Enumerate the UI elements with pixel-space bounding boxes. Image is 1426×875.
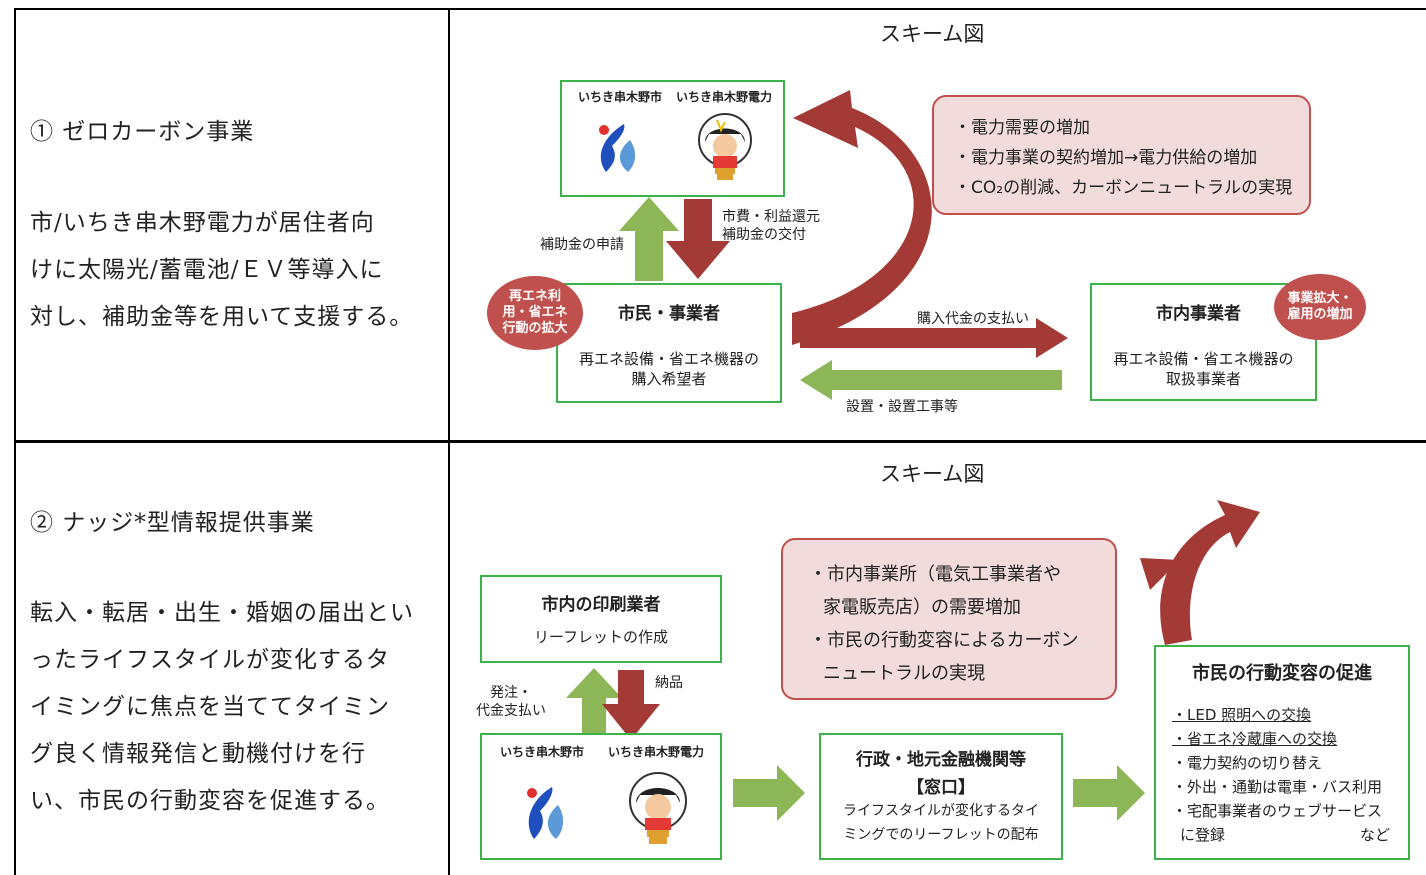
row2-left-description: 転入・転居・出生・婚姻の届出とい ったライフスタイルが変化するタ イミングに焦点… xyxy=(30,590,414,825)
return-label-line: 市費・利益還元 xyxy=(722,209,820,225)
row2-up-green-arrow xyxy=(566,668,622,736)
city-logo-icon xyxy=(527,787,564,839)
benefit-line: ・市民の行動変容によるカーボン xyxy=(809,630,1079,651)
benefit-line: ・電力需要の増加 xyxy=(954,118,1090,138)
admin-desc-line: ミングでのリーフレットの配布 xyxy=(843,827,1039,843)
row2-desc-line: 転入・転居・出生・婚姻の届出とい xyxy=(30,600,414,626)
city-name: いちき串木野市 xyxy=(500,745,585,759)
row1-up-green-arrow xyxy=(619,197,679,281)
table-row-divider xyxy=(14,440,1426,443)
citizen-circle-line: 用・省エネ xyxy=(502,305,568,320)
vendor-desc-line: 再エネ設備・省エネ機器の xyxy=(1113,350,1294,368)
vendor-box-title: 市内事業者 xyxy=(1156,304,1241,324)
admin-box-title: 行政・地元金融機関等 xyxy=(856,750,1026,770)
printer-box-sub: リーフレットの作成 xyxy=(533,628,669,646)
row1-left-description: 市/いちき串木野電力が居住者向 けに太陽光/蓄電池/ＥＶ等導入に 対し、補助金等… xyxy=(30,200,413,341)
row1-desc-line: 対し、補助金等を用いて支援する。 xyxy=(30,304,414,330)
row1-citizen-box: 市民・事業者 再エネ設備・省エネ機器の 購入希望者 xyxy=(556,283,782,403)
row1-subsidy-apply-label: 補助金の申請 xyxy=(540,237,624,253)
vendor-desc-line: 取扱事業者 xyxy=(1165,370,1241,388)
behavior-box-title: 市民の行動変容の促進 xyxy=(1192,663,1372,684)
row1-install-green-arrow xyxy=(800,360,1062,400)
row2-left-title: ② ナッジ*型情報提供事業 xyxy=(30,510,315,536)
bulb-mascot-icon xyxy=(629,772,687,844)
citizen-desc-line: 購入希望者 xyxy=(631,370,707,388)
vendor-circle-line: 雇用の増加 xyxy=(1287,307,1353,322)
behavior-last-line: に登録 xyxy=(1180,826,1226,844)
row1-vendor-circle: 事業拡大・ 雇用の増加 xyxy=(1274,274,1366,340)
behavior-item: ・LED 照明への交換 xyxy=(1172,706,1312,724)
vendor-box-desc: 再エネ設備・省エネ機器の 取扱事業者 xyxy=(1092,349,1315,389)
row1-payment-label: 購入代金の支払い xyxy=(917,311,1029,327)
citizen-box-title: 市民・事業者 xyxy=(618,304,720,324)
order-label-line: 代金支払い xyxy=(476,703,546,719)
row1-left-title: ① ゼロカーボン事業 xyxy=(30,119,255,145)
row2-delivery-label: 納品 xyxy=(655,675,683,691)
bulb-mascot-icon xyxy=(698,113,752,180)
behavior-item: ・外出・通勤は電車・バス利用 xyxy=(1172,778,1383,796)
row1-scheme-title: スキーム図 xyxy=(880,22,985,46)
return-label-line: 補助金の交付 xyxy=(722,227,806,243)
row1-payment-red-arrow xyxy=(800,318,1068,358)
row2-admin-box: 行政・地元金融機関等 【窓口】 ライフスタイルが変化するタイ ミングでのリーフレ… xyxy=(819,733,1063,860)
table-border-top xyxy=(14,8,1426,10)
behavior-item-last: に登録 など xyxy=(1172,823,1390,847)
behavior-last-suffix: など xyxy=(1359,826,1390,844)
row1-desc-line: けに太陽光/蓄電池/ＥＶ等導入に xyxy=(30,257,384,283)
row2-green-arrow-2 xyxy=(1073,765,1145,821)
admin-desc-line: ライフスタイルが変化するタイ xyxy=(843,803,1039,819)
row1-install-label: 設置・設置工事等 xyxy=(846,399,958,415)
row1-org-box: いちき串木野市 いちき串木野電力 xyxy=(560,80,785,197)
citizen-circle-line: 行動の拡大 xyxy=(502,321,568,336)
row1-benefit-box: ・電力需要の増加 ・電力事業の契約増加→電力供給の増加 ・CO₂の削減、カーボン… xyxy=(932,95,1311,215)
row2-desc-line: ったライフスタイルが変化するタ xyxy=(30,647,390,673)
behavior-item: ・省エネ冷蔵庫への交換 xyxy=(1172,730,1338,748)
citizen-circle-line: 再エネ利 xyxy=(508,289,561,304)
city-logo-icon xyxy=(599,124,636,172)
row2-behavior-box: 市民の行動変容の促進 ・LED 照明への交換 ・省エネ冷蔵庫への交換 ・電力契約… xyxy=(1154,645,1410,860)
printer-box-title: 市内の印刷業者 xyxy=(541,595,661,615)
row2-printer-box: 市内の印刷業者 リーフレットの作成 xyxy=(480,575,722,663)
citizen-box-desc: 再エネ設備・省エネ機器の 購入希望者 xyxy=(558,349,780,389)
benefit-line: ・電力事業の契約増加→電力供給の増加 xyxy=(954,148,1258,168)
row2-order-label: 発注・ 代金支払い xyxy=(466,684,556,720)
row2-scheme-title: スキーム図 xyxy=(880,462,985,486)
citizen-desc-line: 再エネ設備・省エネ機器の xyxy=(578,350,759,368)
benefit-line: ・市内事業所（電気工事業者や xyxy=(809,564,1061,585)
row2-green-arrow-1 xyxy=(733,765,805,821)
row1-down-red-arrow xyxy=(666,199,730,279)
benefit-line: ニュートラルの実現 xyxy=(823,663,985,684)
row1-citizen-circle: 再エネ利 用・省エネ 行動の拡大 xyxy=(487,276,583,350)
order-label-line: 発注・ xyxy=(490,685,532,701)
row2-org-box: いちき串木野市 いちき串木野電力 xyxy=(480,733,722,860)
row1-desc-line: 市/いちき串木野電力が居住者向 xyxy=(30,210,375,236)
row2-desc-line: グ良く情報発信と動機付けを行 xyxy=(30,741,366,767)
benefit-line: 家電販売店）の需要増加 xyxy=(823,597,1021,618)
row2-benefit-box: ・市内事業所（電気工事業者や 家電販売店）の需要増加 ・市民の行動変容によるカー… xyxy=(781,538,1117,700)
row2-desc-line: い、市民の行動変容を促進する。 xyxy=(30,788,390,814)
power-company-name: いちき串木野電力 xyxy=(608,745,705,759)
benefit-line: ・CO₂の削減、カーボンニュートラルの実現 xyxy=(954,178,1293,198)
behavior-list: ・LED 照明への交換 ・省エネ冷蔵庫への交換 ・電力契約の切り替え ・外出・通… xyxy=(1172,703,1390,847)
city-name: いちき串木野市 xyxy=(578,90,663,104)
row1-return-label: 市費・利益還元 補助金の交付 xyxy=(722,208,820,244)
vendor-circle-line: 事業拡大・ xyxy=(1287,291,1353,306)
admin-box-desc: ライフスタイルが変化するタイ ミングでのリーフレットの配布 xyxy=(821,799,1061,847)
admin-box-window: 【窓口】 xyxy=(907,778,975,798)
behavior-item: ・電力契約の切り替え xyxy=(1172,754,1323,772)
power-company-name: いちき串木野電力 xyxy=(676,90,773,104)
row1-vendor-box: 市内事業者 再エネ設備・省エネ機器の 取扱事業者 xyxy=(1090,283,1317,401)
row2-desc-line: イミングに焦点を当ててタイミン xyxy=(30,694,390,720)
behavior-item: ・宅配事業者のウェブサービス xyxy=(1172,802,1383,820)
row2-down-red-arrow xyxy=(602,670,660,740)
